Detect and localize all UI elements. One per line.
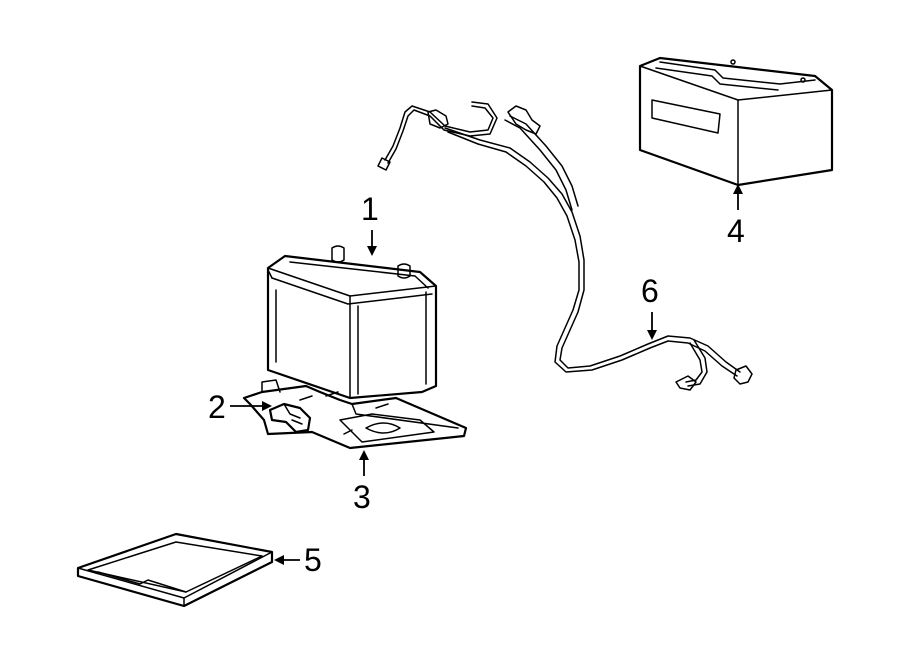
battery-part[interactable] xyxy=(266,245,438,400)
callout-3: 3 xyxy=(353,450,371,515)
callout-3-label: 3 xyxy=(353,479,371,515)
callout-6: 6 xyxy=(641,273,659,340)
battery-cable-part[interactable] xyxy=(377,101,753,391)
callout-5-label: 5 xyxy=(304,542,322,578)
callout-1-label: 1 xyxy=(361,191,379,227)
callout-1: 1 xyxy=(361,191,379,256)
battery-cover-part[interactable] xyxy=(638,56,834,187)
hold-down-clamp-part[interactable] xyxy=(268,402,312,434)
callout-4-label: 4 xyxy=(727,213,745,249)
callout-6-label: 6 xyxy=(641,273,659,309)
battery-pan-part[interactable] xyxy=(76,532,274,608)
callout-5: 5 xyxy=(274,542,322,578)
callout-2: 2 xyxy=(208,389,272,425)
callout-4: 4 xyxy=(727,184,745,249)
callout-2-label: 2 xyxy=(208,389,226,425)
